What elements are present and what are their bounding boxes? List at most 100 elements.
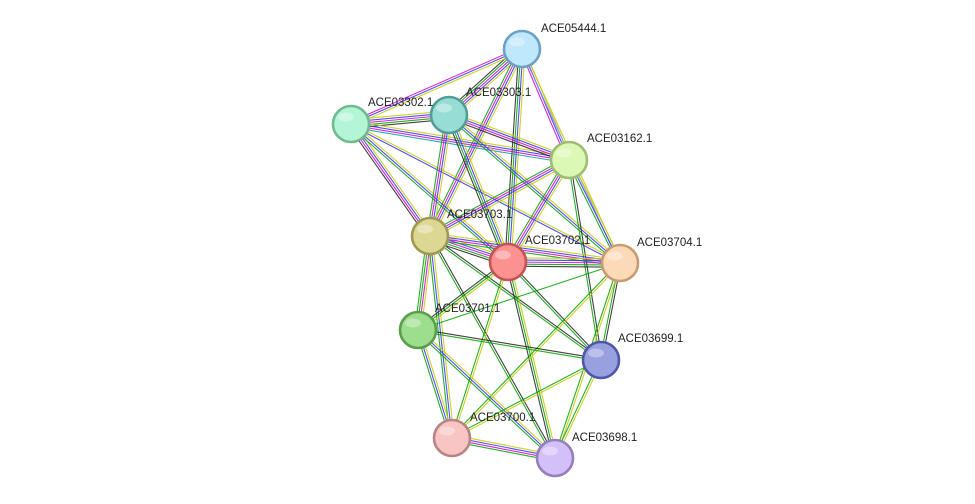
node-label: ACE03302.1 <box>368 97 433 109</box>
node-label: ACE03701.1 <box>435 303 500 315</box>
edge-strand <box>349 124 430 237</box>
edge-strand <box>428 156 568 234</box>
node-ace03703-1[interactable] <box>410 216 450 256</box>
edge-ace05444-1-ace03702-1 <box>504 48 526 263</box>
edge-ace03302-1-ace03702-1 <box>349 122 510 264</box>
node-label: ACE03703.1 <box>447 209 512 221</box>
edge-ace03303-1-ace03162-1 <box>447 111 571 164</box>
edge-strand <box>445 115 506 264</box>
edge-strand <box>428 48 522 236</box>
edge-strand <box>451 358 601 438</box>
node-ace03700-1[interactable] <box>432 418 472 458</box>
edge-strand <box>350 48 523 125</box>
edge-ace03699-1-ace03700-1 <box>451 358 602 440</box>
edge-strand <box>450 261 508 438</box>
edge-strand <box>350 124 569 162</box>
edge-ace03302-1-ace03704-1 <box>350 122 621 265</box>
edge-strand <box>417 330 601 362</box>
node-ace03303-1[interactable] <box>429 95 469 135</box>
edge-strand <box>351 122 621 263</box>
node-label: ACE05444.1 <box>541 23 606 35</box>
node-circle[interactable] <box>549 140 589 180</box>
edge-strand <box>432 115 453 237</box>
node-label: ACE03303.1 <box>466 87 531 99</box>
edge-strand <box>431 235 455 438</box>
node-ace05444-1[interactable] <box>502 29 542 69</box>
edge-strand <box>418 328 602 360</box>
node-circle[interactable] <box>535 438 575 478</box>
edge-strand <box>352 122 510 261</box>
edge-strand <box>416 331 554 460</box>
edge-strand <box>506 48 522 262</box>
node-circle[interactable] <box>432 418 472 458</box>
edge-strand <box>508 260 603 360</box>
node-label: ACE03699.1 <box>618 333 683 345</box>
edge-strand <box>429 236 620 265</box>
node-ace03699-1[interactable] <box>581 340 621 380</box>
edge-strand <box>509 261 558 458</box>
edge-strand <box>449 111 571 158</box>
node-circle[interactable] <box>331 104 371 144</box>
edge-ace03162-1-ace03703-1 <box>428 156 571 240</box>
edge-strand <box>430 160 570 238</box>
edge-strand <box>452 360 602 440</box>
edge-ace03701-1-ace03699-1 <box>417 328 602 362</box>
node-circle[interactable] <box>429 95 469 135</box>
edge-strand <box>351 50 524 127</box>
edge-strand <box>505 262 554 459</box>
edge-ace03702-1-ace03700-1 <box>450 261 510 439</box>
edge-strand <box>428 114 449 236</box>
edge-strand <box>451 113 512 262</box>
node-ace03162-1[interactable] <box>549 140 589 180</box>
edge-strand <box>508 49 524 263</box>
edge-strand <box>429 158 569 236</box>
edge-strand <box>430 234 621 263</box>
edge-ace03303-1-ace03704-1 <box>447 112 622 266</box>
edge-ace03303-1-ace03702-1 <box>445 113 512 264</box>
edge-strand <box>452 263 622 440</box>
node-ace03704-1[interactable] <box>600 243 640 283</box>
edge-strand <box>426 114 447 236</box>
node-circle[interactable] <box>488 242 528 282</box>
node-label: ACE03698.1 <box>572 432 637 444</box>
edge-strand <box>347 125 428 239</box>
edge-strand <box>349 125 507 264</box>
edge-strand <box>417 262 621 331</box>
edge-strand <box>510 161 573 264</box>
node-ace03701-1[interactable] <box>398 310 438 350</box>
edge-strand <box>569 159 603 360</box>
edge-strand <box>448 114 621 264</box>
node-circle[interactable] <box>502 29 542 69</box>
edge-ace03701-1-ace03698-1 <box>416 328 557 460</box>
edge-strand <box>450 112 622 262</box>
edge-ace03303-1-ace03703-1 <box>426 114 453 237</box>
edge-strand <box>447 117 569 164</box>
edge-strand <box>449 113 570 160</box>
edge-ace03703-1-ace03698-1 <box>428 235 557 459</box>
node-circle[interactable] <box>581 340 621 380</box>
edge-strand <box>447 116 619 266</box>
node-label: ACE03704.1 <box>637 237 702 249</box>
edge-strand <box>350 124 620 265</box>
edge-ace05444-1-ace03302-1 <box>349 46 524 127</box>
node-ace03302-1[interactable] <box>331 104 371 144</box>
edge-strand <box>506 262 601 362</box>
edge-strand <box>504 48 520 262</box>
edge-strand <box>452 262 510 439</box>
node-ace03702-1[interactable] <box>488 242 528 282</box>
edge-strand <box>449 114 510 262</box>
edge-strand <box>447 115 508 263</box>
edge-strand <box>448 115 569 162</box>
node-label: ACE03702.1 <box>525 235 590 247</box>
node-label: ACE03700.1 <box>470 412 535 424</box>
node-label: ACE03162.1 <box>587 133 652 145</box>
node-circle[interactable] <box>410 216 450 256</box>
edge-strand <box>504 158 567 261</box>
edge-strand <box>428 236 555 459</box>
edge-strand <box>351 120 570 158</box>
node-ace03698-1[interactable] <box>535 438 575 478</box>
edge-strand <box>350 123 509 263</box>
node-circle[interactable] <box>600 243 640 283</box>
edge-strand <box>427 236 451 439</box>
node-circle[interactable] <box>398 310 438 350</box>
